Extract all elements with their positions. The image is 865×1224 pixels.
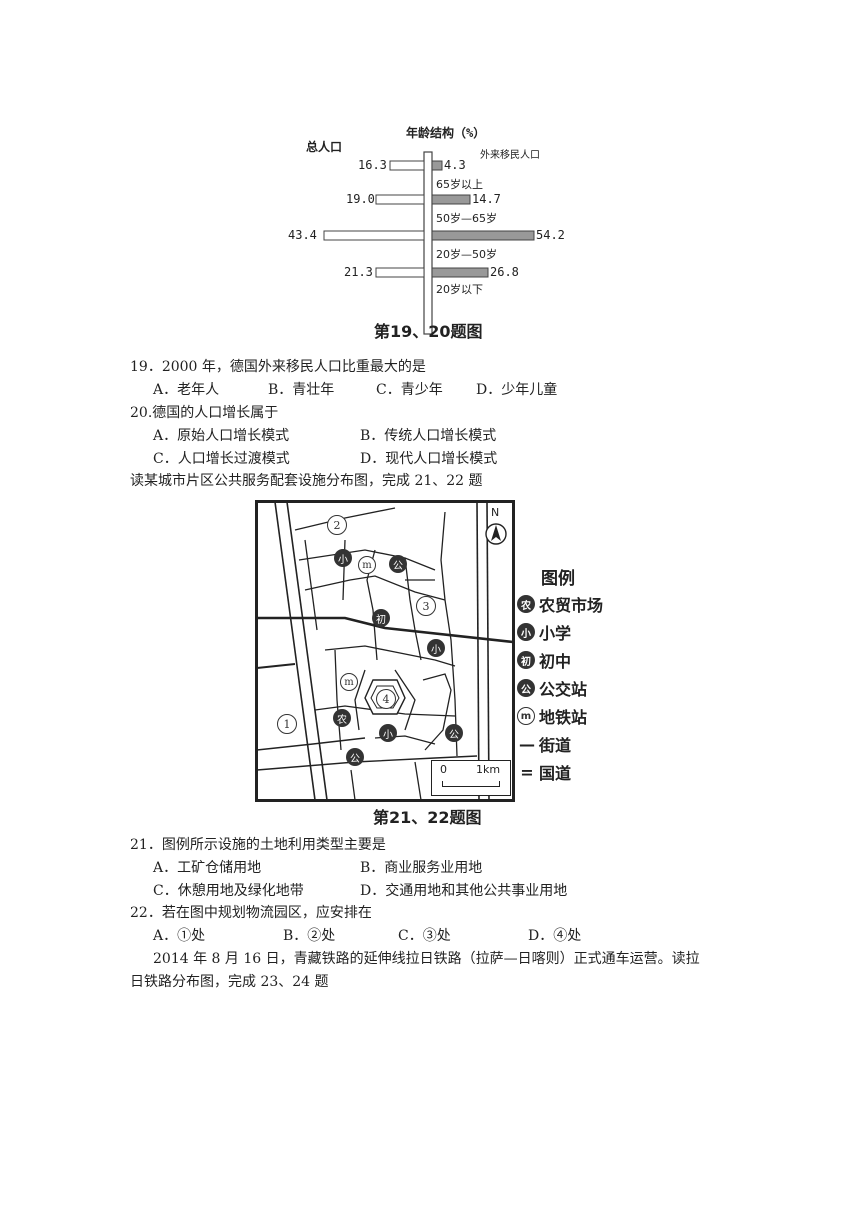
age-group-50-65: 50岁—65岁 — [436, 212, 497, 225]
q20-option-b: B．传统人口增长模式 — [360, 428, 497, 444]
immigrant-value-under20: 26.8 — [490, 265, 519, 279]
national-road-icon: = — [520, 762, 534, 782]
total-value-20-50: 43.4 — [288, 228, 317, 242]
map-legend: 图例 农 农贸市场 小 小学 初 初中 公 公交站 m 地铁站 — 街道 = 国… — [517, 564, 647, 784]
center-axis — [423, 151, 433, 335]
q19-option-a: A．老年人 — [153, 382, 220, 398]
primary-school-icon: 小 — [517, 623, 535, 641]
legend-middle-school: 初 初中 — [517, 648, 571, 672]
age-group-65plus: 65岁以上 — [436, 178, 483, 191]
scale-end: 1km — [476, 763, 501, 776]
q19-stem: 19．2000 年，德国外来移民人口比重最大的是 — [130, 359, 426, 375]
figure2-caption: 第21、22题图 — [373, 808, 482, 827]
chart-title: 年龄结构（%） — [406, 126, 486, 140]
q21-option-b: B．商业服务业用地 — [360, 860, 483, 876]
primary-school-marker: 小 — [379, 724, 397, 742]
metro-station-icon: m — [517, 707, 535, 725]
scale-bar — [442, 781, 500, 787]
age-group-20-50: 20岁—50岁 — [436, 248, 497, 261]
legend-primary-school: 小 小学 — [517, 620, 571, 644]
passage-line-1: 2014 年 8 月 16 日，青藏铁路的延伸线拉日铁路（拉萨—日喀则）正式通车… — [153, 951, 700, 967]
age-structure-figure: 年龄结构（%） 总人口 外来移民人口 16.3 19.0 43.4 21.3 4… — [288, 120, 580, 350]
total-value-under20: 21.3 — [344, 265, 373, 279]
site-1-marker: 1 — [277, 714, 297, 734]
street-line-icon: — — [519, 734, 535, 754]
bus-stop-icon: 公 — [517, 679, 535, 697]
figure1-caption: 第19、20题图 — [374, 322, 483, 341]
q21-option-c: C．休憩用地及绿化地带 — [153, 883, 304, 899]
legend-label: 初中 — [539, 652, 572, 671]
immigrant-value-65plus: 4.3 — [444, 158, 466, 172]
q20-option-d: D．现代人口增长模式 — [360, 451, 498, 467]
total-population-label: 总人口 — [306, 140, 343, 154]
legend-metro-station: m 地铁站 — [517, 704, 587, 728]
scale-box: 0 1km — [431, 760, 511, 796]
site-3-marker: 3 — [416, 596, 436, 616]
q22-stem: 22．若在图中规划物流园区，应安排在 — [130, 905, 372, 921]
legend-farmers-market: 农 农贸市场 — [517, 592, 603, 616]
bus-stop-marker: 公 — [389, 555, 407, 573]
total-bar-under20 — [375, 267, 425, 278]
total-bar-65plus — [389, 160, 425, 171]
immigrant-bar-65plus — [431, 160, 443, 171]
q20-option-c: C．人口增长过渡模式 — [153, 451, 290, 467]
total-value-50-65: 19.0 — [346, 192, 375, 206]
primary-school-marker: 小 — [334, 549, 352, 567]
middle-school-icon: 初 — [517, 651, 535, 669]
total-value-65plus: 16.3 — [358, 158, 387, 172]
q19-option-c: C．青少年 — [376, 382, 443, 398]
legend-street: — 街道 — [517, 732, 571, 756]
scale-start: 0 — [440, 763, 447, 776]
q21-option-d: D．交通用地和其他公共事业用地 — [360, 883, 568, 899]
age-group-under20: 20岁以下 — [436, 283, 483, 296]
immigrant-population-label: 外来移民人口 — [480, 150, 540, 161]
legend-label: 国道 — [539, 764, 572, 783]
total-bar-50-65 — [375, 194, 425, 205]
intro-21-22: 读某城市片区公共服务配套设施分布图，完成 21、22 题 — [130, 473, 483, 489]
farmers-market-marker: 农 — [333, 709, 351, 727]
age-structure-chart — [323, 151, 535, 335]
passage-line-2: 日铁路分布图，完成 23、24 题 — [130, 974, 329, 990]
site-4-marker: 4 — [376, 689, 396, 709]
legend-label: 农贸市场 — [539, 596, 604, 615]
q20-option-a: A．原始人口增长模式 — [153, 428, 290, 444]
metro-station-marker: m — [358, 556, 376, 574]
north-label: N — [491, 506, 500, 519]
city-map — [255, 500, 515, 802]
q19-option-d: D．少年儿童 — [476, 382, 558, 398]
legend-label: 公交站 — [539, 680, 588, 699]
total-bar-20-50 — [323, 230, 425, 241]
bus-stop-marker: 公 — [445, 724, 463, 742]
metro-station-marker: m — [340, 673, 358, 691]
legend-label: 街道 — [539, 736, 572, 755]
q22-option-d: D．④处 — [528, 928, 582, 944]
q22-option-b: B．②处 — [283, 928, 336, 944]
site-2-marker: 2 — [327, 515, 347, 535]
bus-stop-marker: 公 — [346, 748, 364, 766]
legend-title: 图例 — [541, 569, 575, 589]
farmers-market-icon: 农 — [517, 595, 535, 613]
compass-icon — [485, 523, 507, 545]
q22-option-c: C．③处 — [398, 928, 451, 944]
city-map-figure: 2 小 m 公 3 初 小 m 4 1 农 小 公 公 N 0 1km 图例 农… — [255, 500, 647, 830]
legend-label: 地铁站 — [539, 708, 588, 727]
immigrant-bar-20-50 — [431, 230, 535, 241]
immigrant-bar-under20 — [431, 267, 489, 278]
north-arrow-icon: N — [483, 506, 509, 552]
immigrant-value-20-50: 54.2 — [536, 228, 565, 242]
q21-option-a: A．工矿仓储用地 — [153, 860, 262, 876]
legend-bus-stop: 公 公交站 — [517, 676, 587, 700]
primary-school-marker: 小 — [427, 639, 445, 657]
middle-school-marker: 初 — [372, 609, 390, 627]
q22-option-a: A．①处 — [153, 928, 206, 944]
q21-stem: 21．图例所示设施的土地利用类型主要是 — [130, 837, 386, 853]
legend-label: 小学 — [539, 624, 572, 643]
q20-stem: 20.德国的人口增长属于 — [130, 405, 279, 421]
q19-option-b: B．青壮年 — [268, 382, 335, 398]
legend-national-road: = 国道 — [517, 760, 571, 784]
immigrant-value-50-65: 14.7 — [472, 192, 501, 206]
immigrant-bar-50-65 — [431, 194, 471, 205]
